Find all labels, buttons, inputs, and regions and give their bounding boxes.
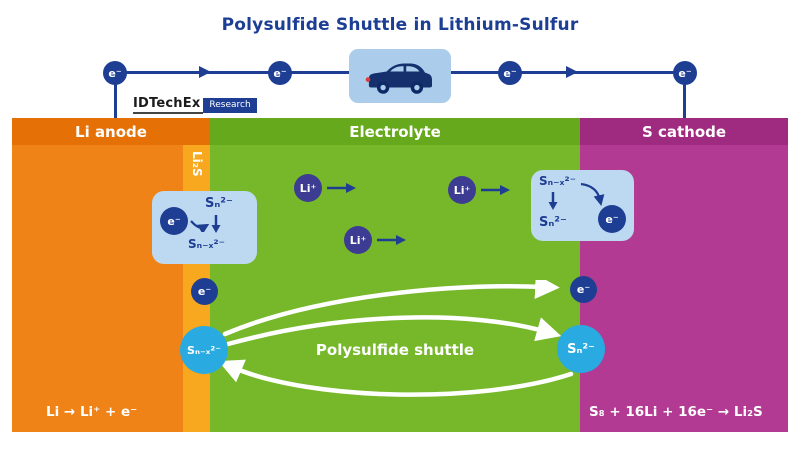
anode-header: Li anode — [12, 118, 210, 145]
logo-research-badge: Research — [203, 97, 257, 113]
cathode-header: S cathode — [580, 118, 788, 145]
current-arrow-icon — [566, 66, 578, 78]
anode-reduction-panel: e⁻ Sₙ²⁻ Sₙ₋ₓ²⁻ — [152, 191, 257, 264]
electron-badge: e⁻ — [103, 61, 127, 85]
polysulfide-circle: Sₙ²⁻ — [557, 325, 605, 373]
electron-badge: e⁻ — [160, 207, 188, 235]
electron-badge: e⁻ — [673, 61, 697, 85]
cathode-oxidation-panel: Sₙ₋ₓ²⁻ Sₙ²⁻ e⁻ — [531, 170, 634, 241]
cathode-reaction-equation: S₈ + 16Li + 16e⁻ → Li₂S — [589, 404, 763, 420]
electron-badge: e⁻ — [498, 61, 522, 85]
circuit-wire-left-drop — [114, 72, 117, 118]
down-arrow-icon — [211, 215, 221, 233]
right-arrow-icon — [327, 183, 356, 193]
electrolyte-header: Electrolyte — [210, 118, 580, 145]
shuttle-cycle-arrows — [218, 280, 574, 397]
ev-load-panel — [349, 49, 451, 103]
polysulfide-species: Sₙ²⁻ — [539, 215, 567, 230]
car-icon — [365, 63, 432, 94]
right-arrow-icon — [377, 235, 406, 245]
polysulfide-circle: Sₙ₋ₓ²⁻ — [180, 326, 228, 374]
reaction-arrow-icon — [190, 220, 210, 232]
logo-brand-text: IDTechEx — [133, 96, 204, 114]
circuit-wire-right-drop — [683, 72, 686, 118]
li2s-layer-label: Li₂S — [190, 151, 204, 177]
electron-badge: e⁻ — [598, 205, 626, 233]
reaction-arrow-icon — [580, 182, 605, 207]
page-title: Polysulfide Shuttle in Lithium-Sulfur — [221, 15, 579, 35]
polysulfide-species: Sₙ₋ₓ²⁻ — [188, 237, 225, 251]
electron-badge: e⁻ — [191, 278, 218, 305]
shuttle-label: Polysulfide shuttle — [315, 341, 475, 359]
anode-region — [12, 145, 210, 432]
polysulfide-species: Sₙ²⁻ — [205, 196, 233, 211]
li-ion-badge: Li⁺ — [344, 226, 372, 254]
electron-badge: e⁻ — [268, 61, 292, 85]
right-arrow-icon — [481, 185, 510, 195]
polysulfide-species: Sₙ₋ₓ²⁻ — [539, 174, 576, 188]
idtechex-logo: IDTechEx Research — [133, 96, 257, 114]
li-ion-badge: Li⁺ — [294, 174, 322, 202]
electron-badge: e⁻ — [570, 276, 597, 303]
li-ion-badge: Li⁺ — [448, 176, 476, 204]
down-arrow-icon — [548, 192, 558, 210]
anode-reaction-equation: Li → Li⁺ + e⁻ — [46, 404, 138, 420]
current-arrow-icon — [199, 66, 211, 78]
